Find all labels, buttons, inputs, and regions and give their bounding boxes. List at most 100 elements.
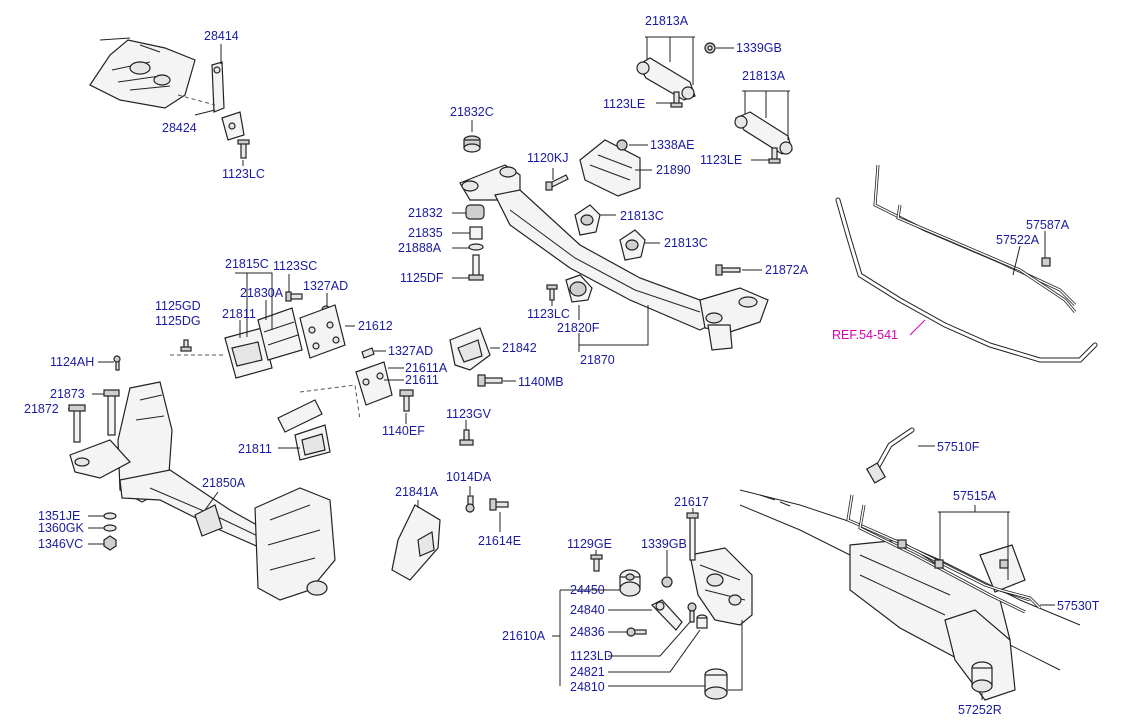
bolt-21872 — [68, 404, 86, 443]
subframe-21850A — [69, 381, 336, 601]
mount-21830A — [257, 307, 303, 361]
label-21610A: 21610A — [502, 629, 546, 643]
spacer-21835 — [469, 226, 483, 240]
label-24836: 24836 — [570, 625, 605, 639]
bracket-21611A — [355, 361, 393, 406]
label-1140MB: 1140MB — [518, 375, 564, 389]
engine-bracket-28414 — [211, 61, 225, 113]
bracket-21612 — [299, 304, 346, 359]
bracket-21813A-1 — [636, 57, 696, 101]
bolt-1129GE — [590, 554, 603, 572]
hose-57510F — [865, 427, 915, 484]
label-1338AE: 1338AE — [650, 138, 694, 152]
label-1339GB-bot: 1339GB — [641, 537, 687, 551]
washer-1351JE — [103, 512, 117, 520]
bolt-1123LD — [687, 602, 697, 623]
washer-21888A — [468, 243, 484, 251]
mount-21813C-2 — [619, 229, 646, 261]
label-21890: 21890 — [656, 163, 691, 177]
boot-57252R — [971, 661, 993, 693]
bracket-21841A — [391, 504, 441, 581]
label-21830A: 21830A — [240, 286, 284, 300]
insulator-21832 — [465, 204, 485, 220]
bushing-24450 — [619, 569, 641, 597]
washer-1360GK — [103, 524, 117, 532]
label-1125DG: 1125DG — [155, 314, 201, 328]
label-1125DF: 1125DF — [400, 271, 444, 285]
insulator-21832C — [463, 135, 481, 153]
label-1346VC: 1346VC — [38, 537, 83, 551]
nut-1339GB-top — [704, 42, 716, 54]
label-21873: 21873 — [50, 387, 85, 401]
label-1360GK: 1360GK — [38, 521, 85, 535]
label-24821: 24821 — [570, 665, 605, 679]
label-24840: 24840 — [570, 603, 605, 617]
label-1123LC-top: 1123LC — [222, 167, 265, 181]
label-21811-2: 21811 — [238, 442, 272, 456]
bolt-1120KJ — [545, 174, 569, 191]
pulley-24810 — [704, 668, 728, 700]
label-21813C-1: 21813C — [620, 209, 664, 223]
bolt-21873 — [103, 389, 120, 436]
bracket-21813A-2 — [734, 111, 793, 155]
label-21611: 21611 — [405, 373, 439, 387]
nut-1338AE — [616, 139, 628, 151]
label-21612: 21612 — [358, 319, 393, 333]
bolt-21614E — [489, 498, 509, 511]
label-21820F: 21820F — [557, 321, 600, 335]
label-21813C-2: 21813C — [664, 236, 708, 250]
bolt-1140MB — [477, 374, 503, 387]
nut-1339GB-bot — [661, 576, 673, 588]
label-1339GB-top: 1339GB — [736, 41, 782, 55]
label-57522A: 57522A — [996, 233, 1040, 247]
label-21813A-2: 21813A — [742, 69, 786, 83]
label-28424: 28424 — [162, 121, 197, 135]
label-21870: 21870 — [580, 353, 615, 367]
bolt-1124AH — [113, 355, 121, 371]
label-1125GD: 1125GD — [155, 299, 201, 313]
label-21841A: 21841A — [395, 485, 439, 499]
tube-57530T — [999, 588, 1042, 610]
label-21617: 21617 — [674, 495, 709, 509]
bolt-1123LC-mid — [546, 284, 558, 301]
bolt-21872A — [715, 264, 741, 276]
bracket-21842 — [449, 327, 491, 371]
label-1120KJ: 1120KJ — [527, 151, 568, 165]
label-21850A: 21850A — [202, 476, 246, 490]
label-24810: 24810 — [570, 680, 605, 694]
label-1014DA: 1014DA — [446, 470, 492, 484]
label-21872: 21872 — [24, 402, 59, 416]
label-21614E: 21614E — [478, 534, 521, 548]
engine-block-corner — [89, 37, 196, 109]
link-24840 — [651, 599, 683, 631]
bracket-assembly-21610A — [689, 547, 753, 626]
label-21815C: 21815C — [225, 257, 269, 271]
bracket-21820F — [565, 274, 593, 303]
label-21872A: 21872A — [765, 263, 809, 277]
pipe-57522A — [873, 164, 1077, 313]
mount-21815C — [224, 327, 273, 379]
label-21888A: 21888A — [398, 241, 442, 255]
stabilizer-bar — [835, 197, 1098, 363]
bolt-1125GD — [180, 339, 192, 352]
label-24450: 24450 — [570, 583, 605, 597]
label-1123SC: 1123SC — [273, 259, 317, 273]
stud-21617 — [686, 512, 699, 561]
bolt-1123SC — [285, 291, 303, 302]
label-21813A-1: 21813A — [645, 14, 689, 28]
bolt-1123LE-1 — [670, 91, 683, 108]
label-1129GE: 1129GE — [567, 537, 612, 551]
nut-1346VC — [103, 535, 117, 551]
bolt-1125DF — [468, 254, 484, 281]
label-1327AD-1: 1327AD — [303, 279, 348, 293]
label-21832C: 21832C — [450, 105, 494, 119]
steering-gear — [739, 489, 1081, 701]
spacer-24821 — [696, 614, 708, 629]
label-1123LE-1: 1123LE — [603, 97, 645, 111]
label-57252R: 57252R — [958, 703, 1002, 717]
label-1123LC-mid: 1123LC — [527, 307, 570, 321]
bracket-28424 — [221, 111, 245, 141]
label-57587A: 57587A — [1026, 218, 1070, 232]
label-1123LD: 1123LD — [570, 649, 613, 663]
